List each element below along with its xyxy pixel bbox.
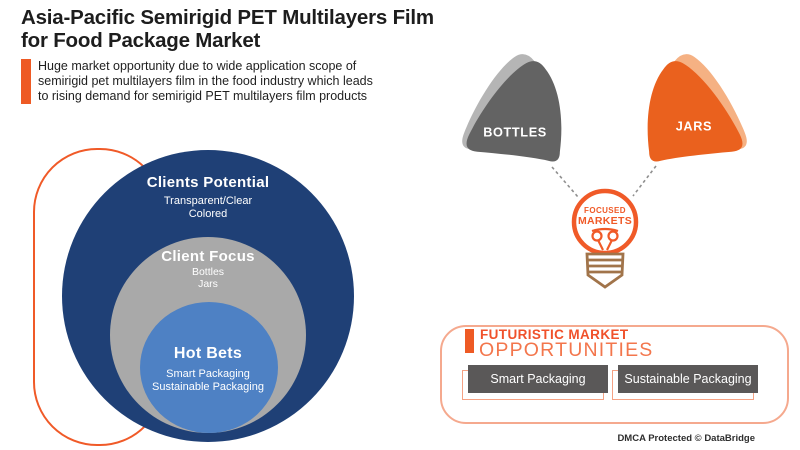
chip-face: Smart Packaging <box>468 365 608 393</box>
description-line: to rising demand for semirigid PET multi… <box>38 89 368 103</box>
lightbulb-filament <box>591 227 619 251</box>
jars-shape-icon: JARS <box>647 54 747 162</box>
connector-line-left <box>551 166 579 198</box>
venn-item: Transparent/Clear <box>163 195 253 207</box>
description-line: semirigid pet multilayers film in the fo… <box>38 74 373 88</box>
venn-label-clients-potential: Clients Potential <box>146 174 270 191</box>
description-line: Huge market opportunity due to wide appl… <box>38 59 357 73</box>
opportunities-heading-line1: FUTURISTIC MARKET <box>480 327 629 342</box>
venn-items-hot-bets: Smart Packaging Sustainable Packaging <box>88 368 328 393</box>
bottles-label: BOTTLES <box>483 124 547 139</box>
bottles-shape-icon: BOTTLES <box>462 54 562 162</box>
accent-bar <box>21 59 31 104</box>
venn-item: Jars <box>198 278 218 290</box>
venn-label-hot-bets: Hot Bets <box>173 345 243 362</box>
opportunities-panel <box>440 325 789 424</box>
bottles-shape-body <box>466 61 562 162</box>
opportunities-heading-line2: OPPORTUNITIES <box>479 339 654 361</box>
page-title-line1: Asia-Pacific Semirigid PET Multilayers F… <box>21 6 434 29</box>
venn-item: Colored <box>188 208 228 220</box>
description-block: Huge market opportunity due to wide appl… <box>21 59 373 104</box>
connector-lines <box>551 165 657 198</box>
connector-line-right <box>632 165 657 197</box>
lightbulb-base <box>585 252 625 289</box>
venn-items-client-focus: Bottles Jars <box>88 266 328 290</box>
hub-label-line1: FOCUSED <box>584 206 626 215</box>
page-title-line2: for Food Package Market <box>21 29 261 52</box>
lightbulb-icon: FOCUSED MARKETS <box>571 188 639 289</box>
page-title: Asia-Pacific Semirigid PET Multilayers F… <box>21 6 491 52</box>
venn-label-client-focus: Client Focus <box>161 248 255 265</box>
venn-item: Bottles <box>191 266 225 278</box>
sustainable-packaging-chip: Sustainable Packaging <box>612 365 758 400</box>
venn-item: Smart Packaging <box>166 368 250 380</box>
opportunities-accent-bar <box>465 329 474 353</box>
jars-label: JARS <box>676 118 712 133</box>
description-text: Huge market opportunity due to wide appl… <box>38 59 373 104</box>
hub-label-line2: MARKETS <box>578 215 632 227</box>
copyright-notice: DMCA Protected © DataBridge <box>617 433 755 444</box>
venn-items-clients-potential: Transparent/Clear Colored <box>88 195 328 221</box>
venn-item: Sustainable Packaging <box>152 380 264 393</box>
jars-shape-body <box>647 61 743 162</box>
smart-packaging-chip: Smart Packaging <box>462 365 608 400</box>
venn-circle-hot-bets <box>140 302 278 433</box>
chip-face: Sustainable Packaging <box>618 365 758 393</box>
